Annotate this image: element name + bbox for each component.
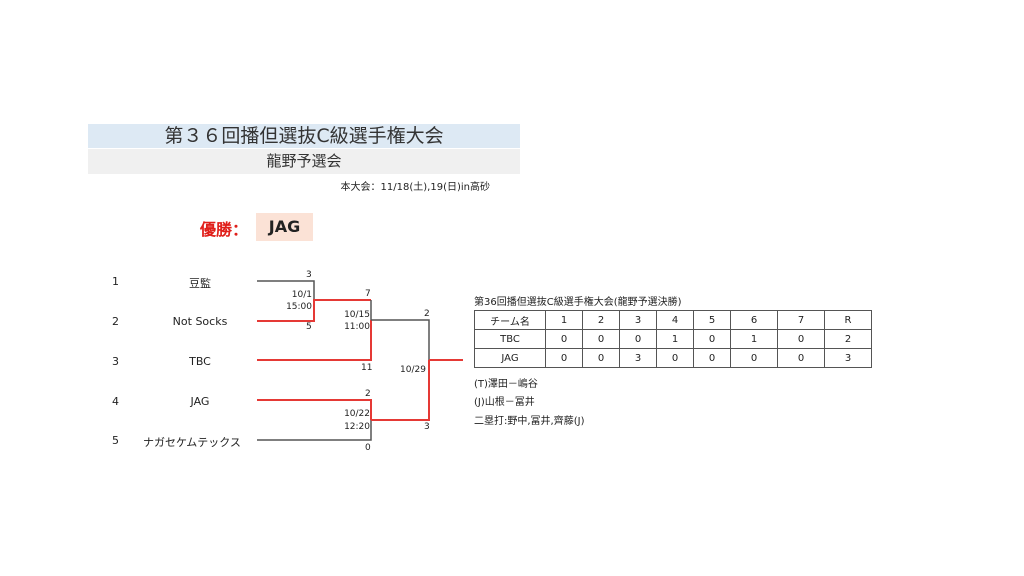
- table-cell: 0: [777, 348, 825, 368]
- match-time: 15:00: [286, 302, 312, 312]
- table-cell: 3: [824, 348, 872, 368]
- table-cell: 0: [545, 348, 583, 368]
- column-header: 7: [777, 310, 825, 330]
- team-name: Not Socks: [172, 315, 228, 328]
- table-cell: 0: [777, 329, 825, 349]
- team-name: TBC: [189, 355, 211, 368]
- table-cell: 0: [582, 329, 620, 349]
- tournament-title: 第３６回播但選抜C級選手権大会: [88, 124, 520, 148]
- match-time: 11:00: [344, 322, 370, 332]
- match-date: 10/29: [400, 365, 426, 375]
- team-name: JAG: [190, 395, 210, 408]
- column-header: 6: [730, 310, 778, 330]
- column-header: チーム名: [474, 310, 546, 330]
- column-header: 4: [656, 310, 694, 330]
- bracket-line-team3: [257, 320, 372, 361]
- match-date: 10/1: [291, 290, 312, 300]
- match-score: 5: [306, 322, 312, 332]
- match-score: 3: [306, 270, 312, 280]
- table-cell: 2: [824, 329, 872, 349]
- team-name: ナガセケムテックス: [143, 436, 241, 449]
- match-date: 10/22: [344, 409, 370, 419]
- match-time: 12:20: [344, 422, 370, 432]
- doubles-note: 二塁打:野中,冨井,齊藤(J): [474, 416, 585, 427]
- winner-label: 優勝：: [200, 220, 249, 239]
- result-title: 第36回播但選抜C級選手権大会(龍野予選決勝): [474, 297, 682, 308]
- bracket-line-m3-out: [371, 360, 430, 421]
- score-table: チーム名 1 2 3 4 5 6 7 R TBC 0 0 0 1 0 1 0 2…: [474, 310, 872, 368]
- match-score: 3: [424, 422, 430, 432]
- match-score: 0: [365, 443, 371, 453]
- bracket-line-team2: [257, 299, 371, 322]
- column-header: 5: [693, 310, 731, 330]
- table-cell: 0: [582, 348, 620, 368]
- bracket-line-team4: [257, 399, 372, 420]
- table-cell: 1: [656, 329, 694, 349]
- table-header-row: チーム名 1 2 3 4 5 6 7 R: [474, 310, 872, 330]
- column-header: 3: [619, 310, 657, 330]
- battery-note: (T)澤田－嶋谷: [474, 379, 538, 390]
- column-header: 1: [545, 310, 583, 330]
- seed-number: 1: [112, 275, 119, 288]
- bracket-line-team1: [257, 280, 315, 300]
- seed-number: 2: [112, 315, 119, 328]
- column-header: R: [824, 310, 872, 330]
- table-row: JAG 0 0 3 0 0 0 0 3: [474, 348, 872, 368]
- match-date: 10/15: [344, 310, 370, 320]
- match-score: 2: [424, 309, 430, 319]
- column-header: 2: [582, 310, 620, 330]
- table-cell: 3: [619, 348, 657, 368]
- match-score: 11: [361, 363, 373, 373]
- battery-note: (J)山根－冨井: [474, 397, 535, 408]
- table-cell: TBC: [474, 329, 546, 349]
- table-cell: 0: [693, 329, 731, 349]
- match-score: 7: [365, 289, 371, 299]
- match-score: 2: [365, 389, 371, 399]
- seed-number: 4: [112, 395, 119, 408]
- team-name: 豆監: [189, 277, 211, 290]
- table-cell: 0: [656, 348, 694, 368]
- table-cell: JAG: [474, 348, 546, 368]
- bracket-line-team5: [257, 420, 372, 441]
- table-cell: 0: [730, 348, 778, 368]
- winner-team: JAG: [256, 213, 313, 241]
- bracket-line-m2-out: [371, 319, 430, 340]
- tournament-subtitle: 龍野予選会: [88, 149, 520, 174]
- main-event-schedule: 本大会：11/18(土),19(日)in高砂: [340, 182, 490, 193]
- table-row: TBC 0 0 0 1 0 1 0 2: [474, 329, 872, 349]
- table-cell: 1: [730, 329, 778, 349]
- table-cell: 0: [545, 329, 583, 349]
- table-cell: 0: [619, 329, 657, 349]
- seed-number: 5: [112, 434, 119, 447]
- seed-number: 3: [112, 355, 119, 368]
- table-cell: 0: [693, 348, 731, 368]
